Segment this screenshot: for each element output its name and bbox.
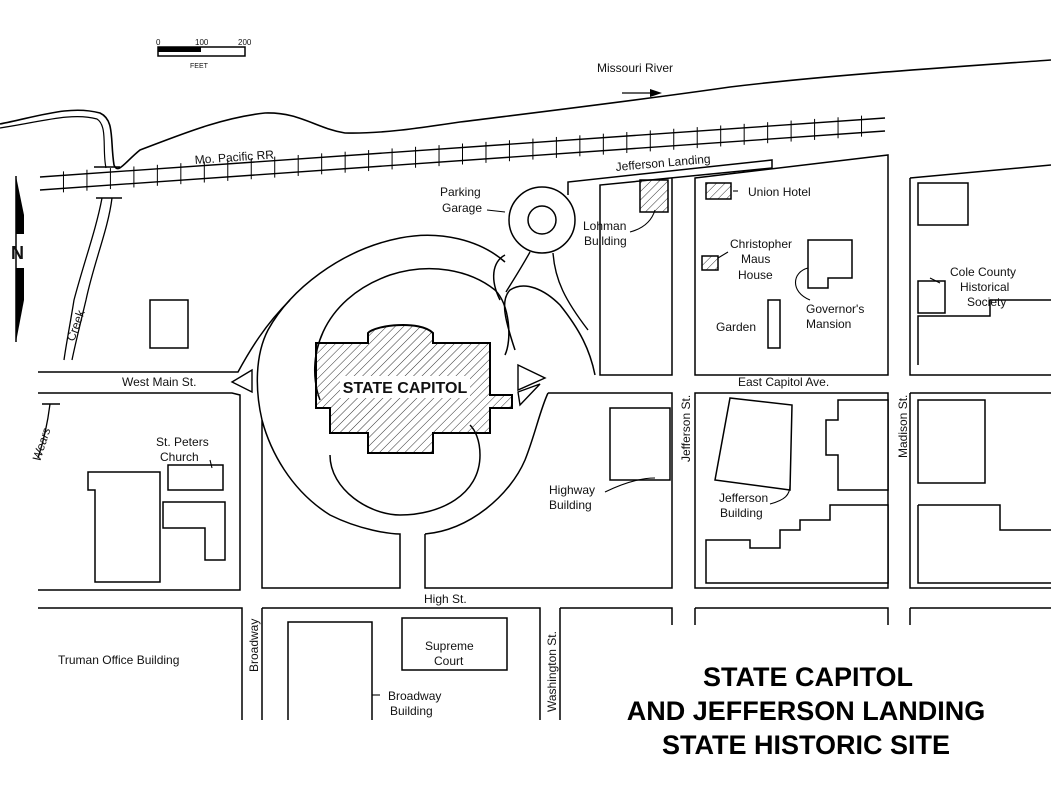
st-peters-church-building — [167, 464, 224, 491]
parking-garage-label-2: Garage — [442, 201, 482, 215]
governors-mansion-label-1: Governor's — [806, 302, 864, 316]
cole-county-historical-society-building — [917, 280, 946, 314]
broadway-building-label-1: Broadway — [388, 689, 441, 703]
building-northwest — [149, 299, 189, 349]
cole-county-label-1: Cole County — [950, 265, 1016, 279]
maus-house-label-2: Maus — [741, 252, 770, 266]
garden-plot — [767, 299, 781, 349]
cole-county-label-2: Historical — [960, 280, 1009, 294]
highway-building — [609, 407, 671, 481]
jefferson-building-north — [714, 397, 793, 491]
scale-tick-100: 100 — [195, 38, 209, 47]
highway-building-label-1: Highway — [549, 483, 595, 497]
wears-creek-label: Wears — [30, 426, 54, 463]
union-hotel — [705, 182, 732, 200]
creek: Creek Wears — [30, 166, 122, 463]
leader-lines — [209, 190, 941, 696]
scale-tick-200: 200 — [238, 38, 252, 47]
north-label: N — [11, 243, 24, 263]
jefferson-building-label-2: Building — [720, 506, 763, 520]
north-arrow-icon: N — [11, 176, 24, 342]
river-label: Missouri River — [597, 61, 673, 75]
christopher-maus-house — [701, 255, 719, 271]
traffic-islands — [230, 363, 547, 407]
north-east-building — [917, 182, 969, 226]
buildings — [87, 182, 1051, 720]
maus-house-label-1: Christopher — [730, 237, 792, 251]
street-blocks — [38, 154, 1051, 720]
historic-buildings — [639, 179, 732, 271]
jefferson-street-label: Jefferson St. — [679, 395, 693, 462]
supreme-court-label-2: Court — [434, 654, 464, 668]
governors-mansion-label-2: Mansion — [806, 317, 851, 331]
creek-label: Creek — [64, 307, 88, 343]
rectory-building — [162, 501, 226, 561]
scale-unit-label: FEET — [190, 63, 209, 70]
washington-street-label: Washington St. — [545, 631, 559, 712]
scale-bar: 0 100 200 FEET — [156, 38, 252, 70]
garden-label: Garden — [716, 320, 756, 334]
highway-building-label-2: Building — [549, 498, 592, 512]
broadway-street-label: Broadway — [247, 619, 261, 672]
supreme-court-label-1: Supreme — [425, 639, 474, 653]
madison-street-label: Madison St. — [896, 395, 910, 458]
title-line-3: STATE HISTORIC SITE — [662, 730, 950, 760]
map-title: STATE CAPITOL AND JEFFERSON LANDING STAT… — [627, 662, 986, 760]
railroad: Mo. Pacific RR — [39, 115, 886, 193]
railroad-label: Mo. Pacific RR — [194, 147, 274, 167]
lohman-label-2: Building — [584, 234, 627, 248]
lohman-building — [639, 179, 669, 213]
state-capitol-building: STATE CAPITOL — [315, 324, 513, 454]
east-block-building — [917, 299, 1051, 365]
south-east-building — [917, 504, 1051, 584]
west-main-street-label: West Main St. — [122, 375, 196, 389]
supreme-court-building — [401, 617, 508, 671]
river-bank: Missouri River — [0, 59, 1051, 170]
parking-garage-label-1: Parking — [440, 185, 481, 199]
governors-mansion-building — [807, 239, 853, 289]
title-line-2: AND JEFFERSON LANDING — [627, 696, 986, 726]
maus-house-label-3: House — [738, 268, 773, 282]
broadway-building-label-2: Building — [390, 704, 433, 718]
cole-county-label-3: Society — [967, 295, 1006, 309]
union-hotel-label: Union Hotel — [748, 185, 811, 199]
st-peters-label-2: Church — [160, 450, 199, 464]
high-street-label: High St. — [424, 592, 467, 606]
jefferson-building-label-1: Jefferson — [719, 491, 768, 505]
jefferson-landing-label: Jefferson Landing — [615, 152, 711, 174]
labels: West Main St. East Capitol Ave. High St.… — [58, 152, 1016, 718]
east-building — [825, 399, 889, 491]
truman-office-building-label: Truman Office Building — [58, 653, 179, 667]
title-line-1: STATE CAPITOL — [703, 662, 913, 692]
madison-building — [917, 399, 986, 484]
lohman-label-1: Lohman — [583, 219, 626, 233]
east-capitol-avenue-label: East Capitol Ave. — [738, 375, 829, 389]
jefferson-building-south — [705, 504, 889, 584]
broadway-building — [287, 621, 373, 720]
scale-tick-0: 0 — [156, 38, 161, 47]
capitol-label: STATE CAPITOL — [343, 380, 468, 397]
st-peters-label-1: St. Peters — [156, 435, 209, 449]
school-building — [87, 471, 161, 583]
parking-garage — [505, 186, 589, 331]
